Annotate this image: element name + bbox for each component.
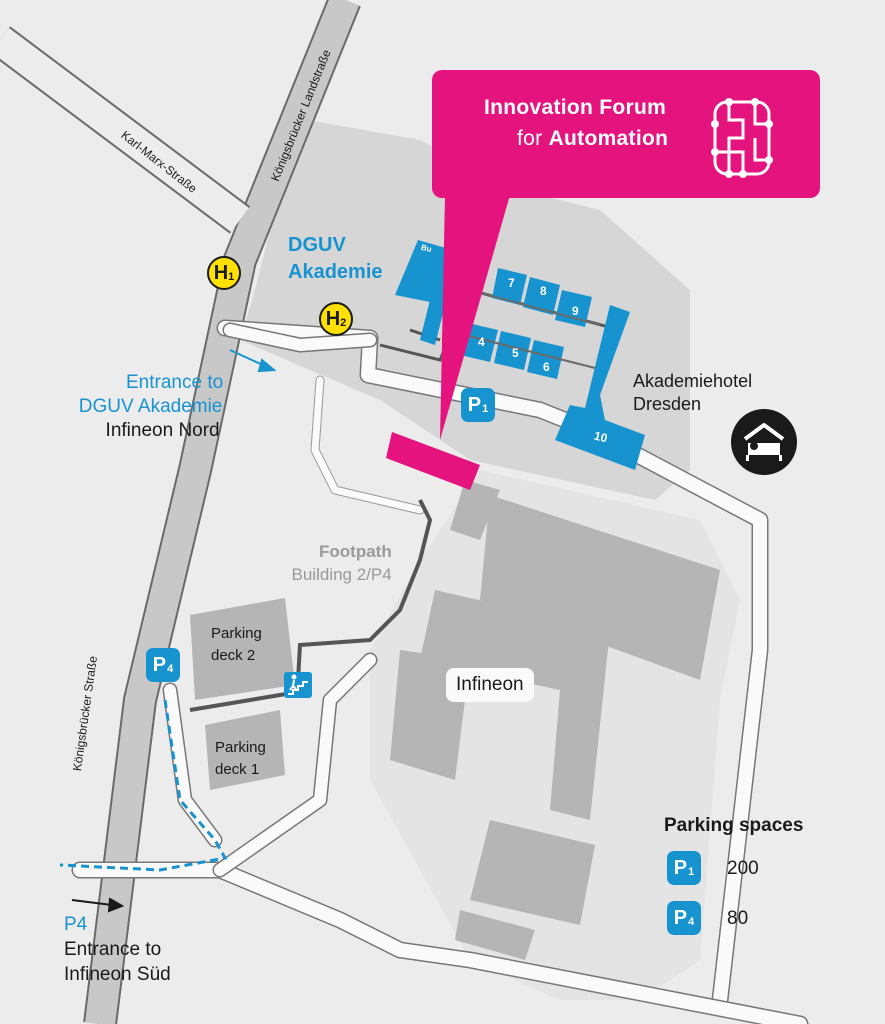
- stairs-walking-icon: [284, 672, 312, 698]
- building-grid: [464, 289, 601, 369]
- p4-route: [59, 699, 228, 872]
- event-location-bar: [386, 432, 480, 490]
- infineon-label: Infineon: [446, 668, 534, 702]
- koenigsbruecker-road: [83, 0, 361, 1024]
- building-9-label: 9: [572, 304, 579, 318]
- building-5-label: 5: [512, 346, 519, 360]
- legend-title: Parking spaces: [664, 815, 804, 836]
- legend-p1-spaces: 200: [727, 858, 759, 879]
- entrance-south-label: P4 Entrance to Infineon Süd: [64, 914, 171, 985]
- callout-subtitle: for Automation: [517, 127, 669, 150]
- circuit-chip-icon: [711, 98, 773, 178]
- building-6-label: 6: [543, 360, 550, 374]
- hotel-bed-icon: [731, 409, 797, 475]
- hotel-label: Akademiehotel Dresden: [633, 371, 753, 414]
- karl-marx-road: [0, 26, 251, 234]
- building-7-label: 7: [508, 276, 515, 290]
- deck-link: [189, 690, 299, 712]
- legend-p4-spaces: 80: [727, 908, 749, 929]
- building-4-label: 4: [478, 335, 485, 349]
- infineon-buildings: [390, 480, 720, 960]
- entrance-arrow-south: [71, 897, 125, 913]
- dguv-buildings: [395, 240, 645, 470]
- footpath-label: Footpath Building 2/P4: [291, 542, 392, 584]
- event-callout: Innovation Forum for Automation: [432, 70, 820, 198]
- callout-title: Innovation Forum: [484, 96, 667, 119]
- entrance-north-label: Entrance to DGUV Akademie Infineon Nord: [78, 372, 224, 441]
- entrance-arrow-north: [229, 349, 277, 373]
- callout-pointer: [440, 195, 510, 440]
- footpath-route: [296, 499, 433, 681]
- parking-deck-2: [190, 598, 295, 700]
- parking-deck-2-label: Parking deck 2: [211, 625, 262, 664]
- parking-deck-1-label: Parking deck 1: [215, 739, 266, 778]
- parking-deck-1: [205, 710, 285, 790]
- building-8-label: 8: [540, 284, 547, 298]
- dguv-label: DGUV Akademie: [288, 234, 383, 283]
